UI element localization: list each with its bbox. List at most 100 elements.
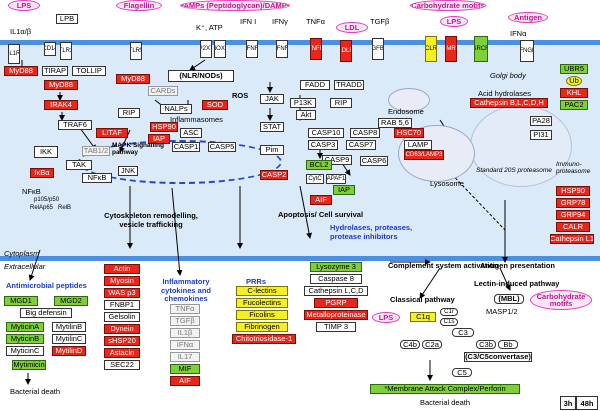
wasp3-node: WAS p3 — [104, 288, 140, 298]
antigen-ligand: Antigen — [508, 12, 548, 23]
nox1-receptor: NOX1 — [214, 40, 226, 58]
mac-node: *Membrane Attack Complex/Perforin — [370, 384, 520, 394]
mbl-node: (MBL) — [494, 294, 524, 304]
p105-label: p105/p50 — [34, 197, 60, 203]
amp-title: Antimicrobial peptides — [6, 281, 87, 290]
c-lectins-node: C-lectins — [236, 286, 288, 296]
flagellin-ligand: Flagellin — [116, 0, 162, 11]
standard-proteasome-label: Standard 20S proteasome — [476, 167, 552, 174]
jnk-node: JNK — [118, 166, 138, 176]
asc-node: ASC — [180, 128, 202, 138]
sod-node: SOD — [202, 100, 228, 110]
bb-node: Bb — [498, 340, 518, 349]
endosome-label: Endosome — [388, 107, 424, 116]
timp3-node: TIMP 3 — [316, 322, 356, 332]
c3b-node: C3b — [476, 340, 496, 349]
stat-node: STAT — [260, 122, 284, 132]
khl-node: KHL — [560, 88, 588, 98]
rab-node: RAB 5,6 — [378, 118, 412, 128]
c3-node: C3 — [452, 328, 474, 337]
lpb-node: LPB — [56, 14, 78, 24]
chitotriosidase-node: Chitotriosidase-1 — [232, 334, 296, 344]
mytilin-b-node: MytilinB — [52, 322, 86, 332]
il1r-receptor: IL1R — [8, 44, 20, 64]
ifnr-receptor-1: IFNR — [246, 40, 258, 58]
fibrinogen-node: Fibrinogen — [236, 322, 288, 332]
myticin-a-node: MyticinA — [6, 322, 44, 332]
gelsolin-node: Gelsolin — [104, 312, 140, 322]
tgfb-node: TGFβ — [170, 316, 200, 326]
tirap-node: TIRAP — [42, 66, 68, 76]
tgfb-label: TGFβ — [370, 17, 390, 26]
relap65-label: RelAp65 — [30, 205, 54, 211]
classical-pathway-label: Classical pathway — [390, 295, 455, 304]
tradd-node: TRADD — [334, 80, 364, 90]
plasma-membrane-top — [0, 40, 600, 45]
iap-node-1: IAP — [148, 134, 170, 144]
cytoplasm-label: Cytoplasm — [4, 249, 40, 258]
cd14-receptor: CD14 — [44, 42, 56, 56]
caspase8-node: Caspase 8 — [310, 274, 362, 284]
tnfa-node: TNFα — [170, 304, 200, 314]
casp3-node: CASP3 — [308, 140, 338, 150]
lysozyme-node: Lysozyme 3 — [310, 262, 362, 272]
clr-receptor: CLR — [425, 36, 437, 62]
il1b-node: IL1β — [170, 328, 200, 338]
plasma-membrane-bottom — [0, 256, 600, 261]
pgrp-node: PGRP — [314, 298, 358, 308]
srcr-receptor: SRCR — [474, 36, 488, 62]
ikba-node: IκBα — [30, 168, 54, 178]
pamps-ligand: PAMPs (Peptidoglycan)/DAMPs — [180, 0, 290, 11]
mif-node: MIF — [170, 364, 200, 374]
casp7-node: CASP7 — [346, 140, 376, 150]
apoptosis-label: Apoptosis/ Cell survival — [278, 210, 364, 219]
rip-node-2: RIP — [330, 98, 352, 108]
pim-node: Pim — [260, 145, 284, 155]
mytilin-c-node: MytilinC — [52, 334, 86, 344]
cytokines-title: Inflammatory cytokines and chemokines — [160, 277, 212, 304]
lectin-pathway-label: Lectin-induced pathway — [474, 279, 560, 288]
casp8-node: CASP8 — [350, 128, 380, 138]
aif-node-1: AIF — [310, 195, 332, 205]
golgi-body — [470, 105, 572, 187]
myd88-node-b: MyD88 — [44, 80, 78, 90]
pi31-node: PI31 — [530, 130, 552, 140]
c1r-node: C1r — [440, 308, 458, 316]
irak4-node: IRAK4 — [44, 100, 78, 110]
c5-node: C5 — [452, 368, 472, 377]
ros-label: ROS — [232, 91, 249, 100]
cards-node: CARDs — [148, 86, 178, 96]
golgi-label: Golgi body — [490, 71, 526, 80]
astacin-node: Astacin — [104, 348, 140, 358]
myd88-node-c: MyD88 — [116, 74, 150, 84]
ifna-node: IFNα — [170, 340, 200, 350]
bacterial-death-label-2: Bacterial death — [420, 398, 471, 407]
lps-ligand-2: LPS — [440, 16, 468, 27]
jak-node: JAK — [260, 94, 284, 104]
apaf1-node: APAF1 — [326, 174, 346, 184]
cathepsin-lcd-node: Cathepsin L,C,D — [304, 286, 368, 296]
nfkb-node: NFκB — [82, 173, 112, 183]
calr-node: CALR — [556, 222, 590, 232]
hsp90-node: HSP90 — [150, 122, 178, 132]
myosin-node: Myosin — [104, 276, 140, 286]
casp1-node: CASP1 — [172, 142, 200, 152]
tnfa-label: TNFα — [306, 17, 325, 26]
mapk-label: MAPK Signalling pathway — [112, 142, 164, 157]
lamp-node: LAMP — [404, 140, 432, 150]
mytimicin-node: Mytimicin — [12, 360, 46, 370]
lps-ligand: LPS — [8, 0, 40, 11]
timepoint-3h-box: 3h — [560, 396, 576, 410]
ifn-i-label: IFN I — [240, 17, 257, 26]
tlr5-receptor: TLR5 — [130, 42, 142, 60]
c4b-node: C4b — [400, 340, 420, 349]
p13k-node: P13K — [290, 98, 316, 108]
casp5-node: CASP5 — [208, 142, 236, 152]
c2a-node: C2a — [422, 340, 442, 349]
il1a-label: IL1α/β — [10, 27, 32, 36]
carbohydrate-motifs-ligand-2: Carbohydrate motifs — [530, 290, 592, 310]
cytoskeleton-label: Cytoskeleton remodelling, vesicle traffi… — [104, 211, 198, 229]
masp-label: MASP1/2 — [486, 307, 518, 316]
cd63-node: CD63/LAMP3 — [404, 150, 444, 160]
